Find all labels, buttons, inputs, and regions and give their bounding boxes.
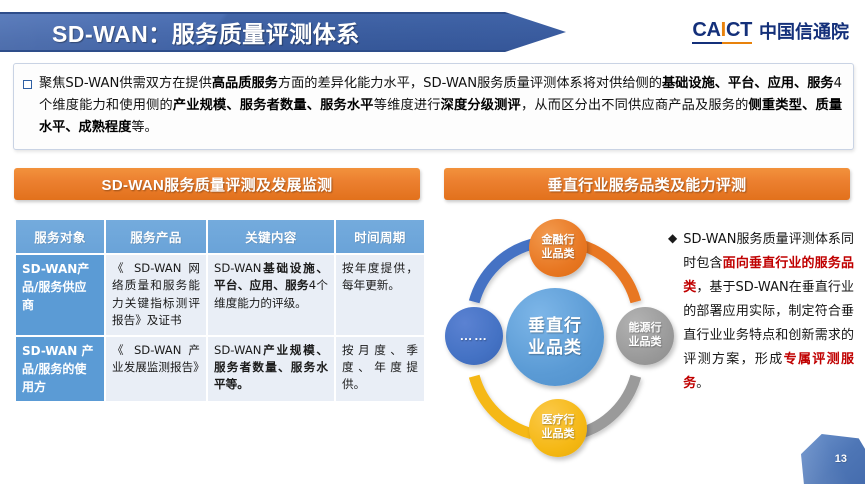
section-banner-left: SD-WAN服务质量评测及发展监测 [14, 168, 420, 200]
diagram-node-more-label: …… [459, 327, 489, 343]
diagram-node-more: …… [445, 307, 503, 365]
caict-logo: CAICT 中国信通院 [692, 20, 849, 44]
bottom-left-arc [468, 374, 534, 440]
diagram-node-medical: 医疗行 业品类 [529, 399, 587, 457]
diagram-node-energy: 能源行 业品类 [616, 307, 674, 365]
page-title: SD-WAN：服务质量评测体系 [52, 21, 360, 47]
logo-mark-part1: CA [692, 19, 721, 41]
diagram-node-finance: 金融行 业品类 [529, 219, 587, 277]
diagram-node-finance-line1: 金融行 [541, 234, 575, 247]
page-number-shape [801, 434, 865, 484]
logo-underline [692, 41, 752, 44]
caict-logo-mark: CAICT [692, 20, 752, 44]
page-number-decoration: 13 [779, 430, 865, 484]
section-banner-right: 垂直行业服务品类及能力评测 [444, 168, 850, 200]
table-header-cell: 服务对象 [16, 220, 104, 253]
diagram-node-medical-line1: 医疗行 [541, 414, 575, 427]
vertical-industry-diagram: 垂直行 业品类 金融行 业品类 能源行 业品类 医疗行 业品类 …… [443, 213, 679, 465]
top-left-arc [468, 238, 534, 304]
table-header-cell: 关键内容 [208, 220, 334, 253]
note-text: SD-WAN服务质量评测体系同时包含面向垂直行业的服务品类，基于SD-WAN在垂… [683, 232, 854, 392]
table-cell-product: 《 SD-WAN 网络质量和服务能力关键指标测评报告》及证书 [106, 255, 206, 335]
vertical-industry-note: ◆ SD-WAN服务质量评测体系同时包含面向垂直行业的服务品类，基于SD-WAN… [668, 228, 854, 396]
page-number: 13 [834, 453, 847, 465]
table-cell-period: 按年度提供，每年更新。 [336, 255, 424, 335]
table-header-row: 服务对象 服务产品 关键内容 时间周期 [16, 220, 424, 253]
intro-text: 聚焦SD-WAN供需双方在提供高品质服务方面的差异化能力水平，SD-WAN服务质… [39, 76, 843, 136]
table-cell-object: SD-WAN 产品/服务的使用方 [16, 336, 104, 401]
table-cell-key-content: SD-WAN基础设施、平台、应用、服务4个维度能力的评级。 [208, 255, 334, 335]
logo-mark-part3: CT [725, 19, 752, 41]
table-row: SD-WAN产品/服务供应商 《 SD-WAN 网络质量和服务能力关键指标测评报… [16, 255, 424, 335]
diagram-ring [468, 238, 642, 440]
diagram-node-center-line2: 业品类 [528, 338, 582, 357]
diagram-node-finance-line2: 业品类 [541, 248, 575, 260]
diagram-node-medical-line2: 业品类 [541, 428, 575, 440]
square-bullet-icon [23, 80, 32, 89]
top-right-arc [576, 238, 642, 304]
diagram-node-energy-line2: 业品类 [628, 336, 662, 348]
quality-assessment-table: 服务对象 服务产品 关键内容 时间周期 SD-WAN产品/服务供应商 《 SD-… [14, 218, 426, 403]
slide-title-banner: SD-WAN：服务质量评测体系 [0, 12, 566, 52]
diagram-node-energy-line1: 能源行 [628, 322, 662, 335]
table-cell-period: 按月度、季度、年度提供。 [336, 336, 424, 401]
diagram-node-center-line1: 垂直行 [528, 315, 582, 335]
table-row: SD-WAN 产品/服务的使用方 《 SD-WAN 产业发展监测报告》 SD-W… [16, 336, 424, 401]
logo-mark-part2: I [720, 19, 727, 41]
table-cell-key-content: SD-WAN产业规模、服务者数量、服务水平等。 [208, 336, 334, 401]
diagram-node-center: 垂直行 业品类 [506, 288, 604, 386]
table-cell-object: SD-WAN产品/服务供应商 [16, 255, 104, 335]
bottom-right-arc [576, 374, 642, 440]
intro-callout: 聚焦SD-WAN供需双方在提供高品质服务方面的差异化能力水平，SD-WAN服务质… [13, 63, 854, 150]
diamond-bullet-icon: ◆ [668, 231, 678, 245]
table-header-cell: 时间周期 [336, 220, 424, 253]
logo-name-cn: 中国信通院 [759, 22, 849, 42]
table-header-cell: 服务产品 [106, 220, 206, 253]
table-cell-product: 《 SD-WAN 产业发展监测报告》 [106, 336, 206, 401]
